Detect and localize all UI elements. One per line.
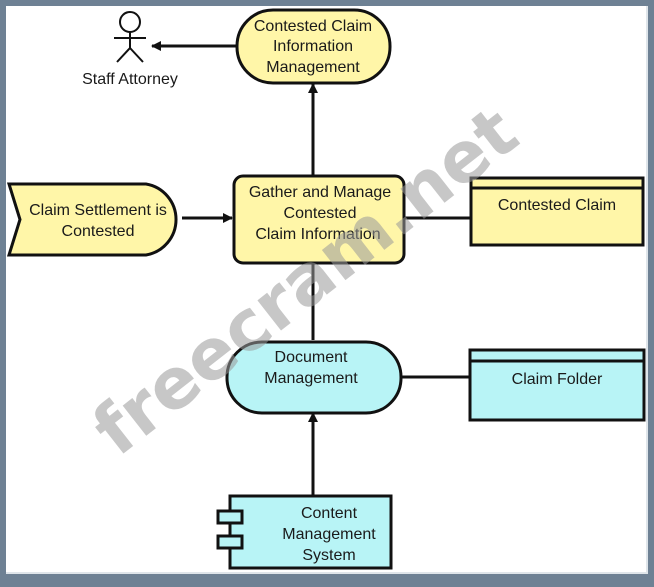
object-contested-claim-label: Contested Claim [498,197,616,214]
component-line-2: Management [282,526,376,543]
service-top-line-1: Contested Claim [254,18,372,35]
service-top-line-2: Information [273,38,353,55]
app-service-line-2: Management [264,370,358,387]
app-service-line-1: Document [275,349,348,366]
process-line-1: Gather and Manage [249,184,391,201]
data-object-claim-folder[interactable]: Claim Folder [468,348,646,422]
diagram-svg: Staff Attorney Contested Claim Informati… [6,8,646,570]
actor-staff-attorney[interactable]: Staff Attorney [82,11,178,88]
object-contested-claim[interactable]: Contested Claim [469,176,645,247]
data-object-claim-folder-label: Claim Folder [512,371,603,388]
service-top-line-3: Management [266,59,360,76]
component-line-1: Content [301,505,358,522]
component-icon [216,509,244,550]
process-line-2: Contested [284,205,357,222]
process-line-3: Claim Information [255,226,380,243]
diagram-canvas: Staff Attorney Contested Claim Informati… [6,6,648,574]
component-line-3: System [302,547,355,564]
app-service-document-management[interactable]: Document Management [225,340,403,415]
component-content-mgmt-system[interactable]: Content Management System [216,494,393,570]
actor-label: Staff Attorney [82,71,178,88]
event-claim-settlement-contested[interactable]: Claim Settlement is Contested [6,182,178,257]
event-line-2: Contested [62,223,135,240]
service-contested-claim-info-mgmt[interactable]: Contested Claim Information Management [235,8,392,85]
event-line-1: Claim Settlement is [29,202,167,219]
actor-icon [114,11,146,63]
process-gather-manage-claim-info[interactable]: Gather and Manage Contested Claim Inform… [232,174,406,265]
